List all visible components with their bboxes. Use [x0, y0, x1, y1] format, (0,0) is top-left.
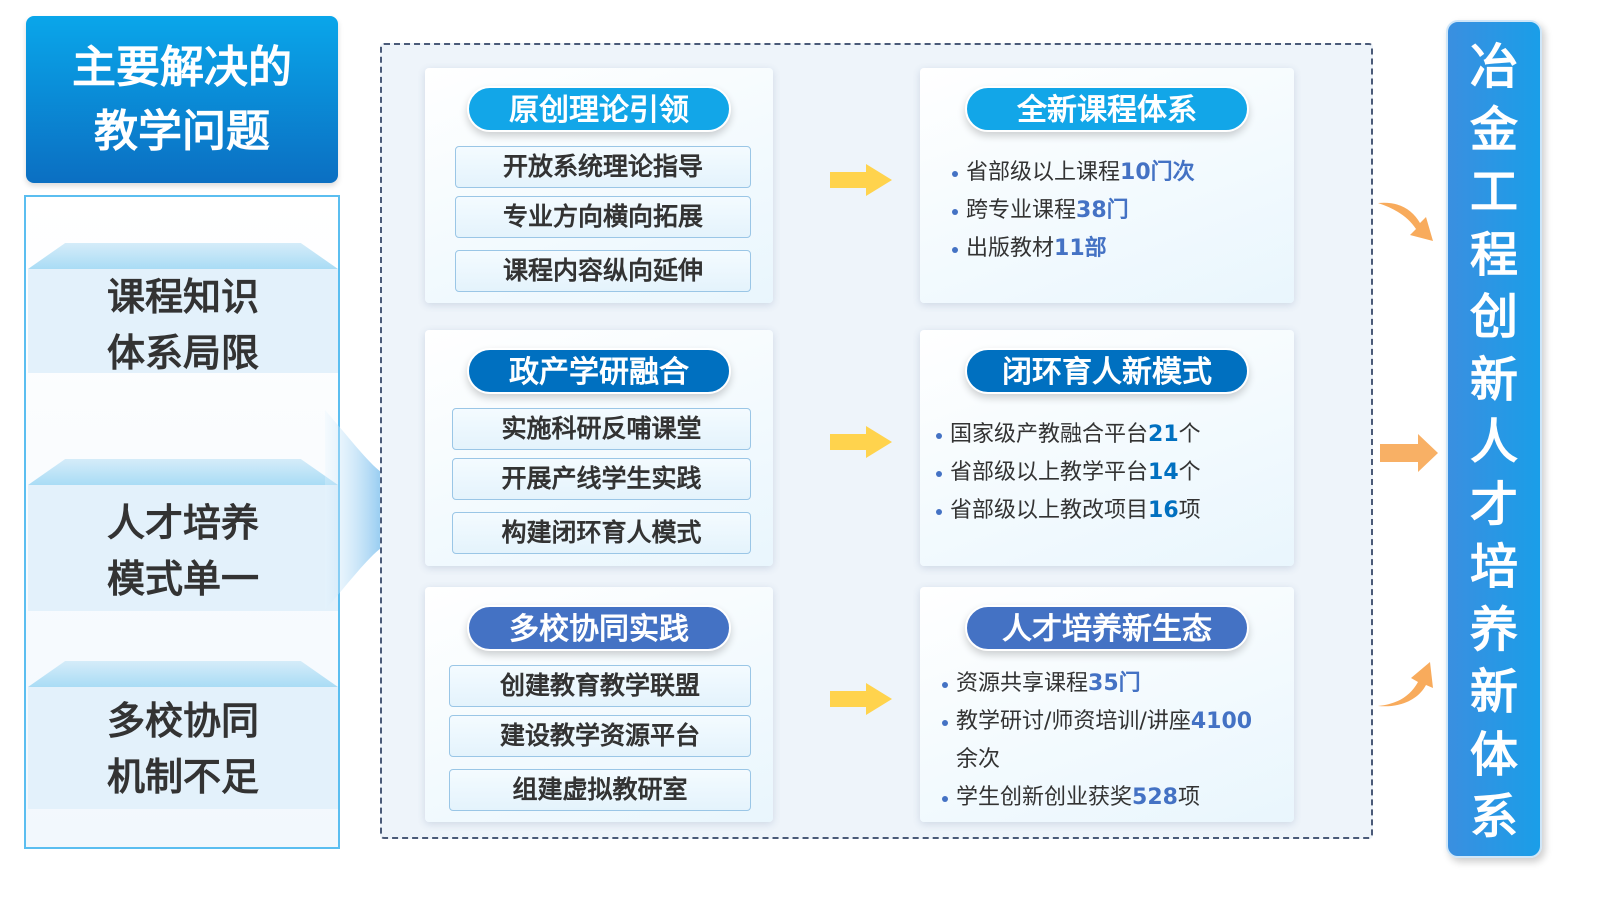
result-unit: 个	[1178, 422, 1201, 447]
result-unit: 项	[1178, 498, 1201, 523]
title-line: 主要解决的	[72, 42, 292, 93]
result-title: 闭环育人新模式	[965, 348, 1249, 394]
result-text: 省部级以上教学平台	[950, 460, 1149, 485]
result-text: 教学研讨/师资培训/讲座	[956, 709, 1191, 734]
result-number: 16	[1148, 498, 1179, 523]
result-card: 人才培养新生态资源共享课程35门教学研讨/师资培训/讲座4100 余次学生创新创业…	[920, 587, 1294, 822]
result-item: 教学研讨/师资培训/讲座4100 余次	[942, 703, 1274, 779]
result-number: 10门次	[1120, 160, 1195, 185]
problem-line: 体系局限	[106, 331, 259, 375]
result-item: 跨专业课程38门	[952, 192, 1274, 230]
goal-text: 冶金工程创新人才培养新体系	[1469, 39, 1518, 845]
result-text: 省部级以上课程	[966, 160, 1121, 185]
result-unit: 个	[1178, 460, 1201, 485]
result-number: 38门	[1076, 198, 1129, 223]
measure-card: 原创理论引领开放系统理论指导专业方向横向拓展课程内容纵向延伸	[425, 68, 773, 303]
result-title: 人才培养新生态	[965, 605, 1249, 651]
result-number: 11部	[1054, 236, 1107, 261]
measure-title: 原创理论引领	[467, 86, 731, 132]
result-text: 国家级产教融合平台	[950, 422, 1149, 447]
problem-item: 人才培养模式单一	[28, 485, 338, 611]
yellow-arrow-icon	[830, 683, 892, 715]
measure-item: 组建虚拟教研室	[449, 769, 751, 811]
problem-line: 课程知识	[106, 275, 259, 319]
section-title: 主要解决的 教学问题	[26, 16, 338, 183]
result-list: 资源共享课程35门教学研讨/师资培训/讲座4100 余次学生创新创业获奖528项	[942, 665, 1274, 817]
result-number: 14	[1148, 460, 1179, 485]
measure-item: 构建闭环育人模式	[452, 512, 751, 554]
result-item: 省部级以上课程10门次	[952, 154, 1274, 192]
problem-line: 多校协同	[106, 699, 259, 743]
result-list: 省部级以上课程10门次跨专业课程38门出版教材11部	[952, 154, 1274, 268]
result-number: 528	[1132, 785, 1178, 810]
result-text: 资源共享课程	[956, 671, 1089, 696]
measure-item: 课程内容纵向延伸	[455, 250, 751, 292]
result-card: 闭环育人新模式国家级产教融合平台21个省部级以上教学平台14个省部级以上教改项目…	[920, 330, 1294, 566]
result-item: 国家级产教融合平台21个	[936, 416, 1274, 454]
result-text: 跨专业课程	[966, 198, 1077, 223]
problem-item: 课程知识体系局限	[28, 269, 338, 375]
big-arrow-icon	[325, 410, 420, 610]
result-text: 省部级以上教改项目	[950, 498, 1149, 523]
problems-panel: 课程知识体系局限 人才培养模式单一 多校协同机制不足	[24, 195, 340, 849]
result-unit: 余次	[956, 747, 1001, 772]
title-line: 教学问题	[94, 106, 270, 157]
result-number: 35门	[1088, 671, 1141, 696]
result-item: 学生创新创业获奖528项	[942, 779, 1274, 817]
measure-item: 创建教育教学联盟	[449, 665, 751, 707]
result-title: 全新课程体系	[965, 86, 1249, 132]
measure-item: 专业方向横向拓展	[455, 196, 751, 238]
result-item: 省部级以上教学平台14个	[936, 454, 1274, 492]
result-item: 省部级以上教改项目16项	[936, 492, 1274, 530]
result-number: 21	[1148, 422, 1179, 447]
problem-line: 人才培养	[106, 501, 259, 545]
result-number: 4100	[1190, 709, 1253, 734]
measure-card: 多校协同实践创建教育教学联盟建设教学资源平台组建虚拟教研室	[425, 587, 773, 822]
result-item: 资源共享课程35门	[942, 665, 1274, 703]
result-item: 出版教材11部	[952, 230, 1274, 268]
yellow-arrow-icon	[830, 164, 892, 196]
measure-title: 多校协同实践	[467, 605, 731, 651]
orange-arrow-icon	[1380, 434, 1438, 472]
measure-item: 开放系统理论指导	[455, 146, 751, 188]
goal-banner: 冶金工程创新人才培养新体系	[1446, 20, 1542, 858]
result-text: 出版教材	[966, 236, 1055, 261]
measure-title: 政产学研融合	[467, 348, 731, 394]
result-card: 全新课程体系省部级以上课程10门次跨专业课程38门出版教材11部	[920, 68, 1294, 303]
yellow-arrow-icon	[830, 426, 892, 458]
measure-item: 建设教学资源平台	[449, 715, 751, 757]
problem-line: 机制不足	[106, 755, 259, 799]
measure-item: 实施科研反哺课堂	[452, 408, 751, 450]
orange-arrow-icon	[1378, 662, 1433, 707]
measure-item: 开展产线学生实践	[452, 458, 751, 500]
result-list: 国家级产教融合平台21个省部级以上教学平台14个省部级以上教改项目16项	[936, 416, 1274, 530]
problem-line: 模式单一	[106, 557, 259, 601]
result-text: 学生创新创业获奖	[956, 785, 1133, 810]
orange-arrow-icon	[1378, 202, 1433, 241]
problem-item: 多校协同机制不足	[28, 687, 338, 809]
result-unit: 项	[1177, 785, 1200, 810]
measure-card: 政产学研融合实施科研反哺课堂开展产线学生实践构建闭环育人模式	[425, 330, 773, 566]
